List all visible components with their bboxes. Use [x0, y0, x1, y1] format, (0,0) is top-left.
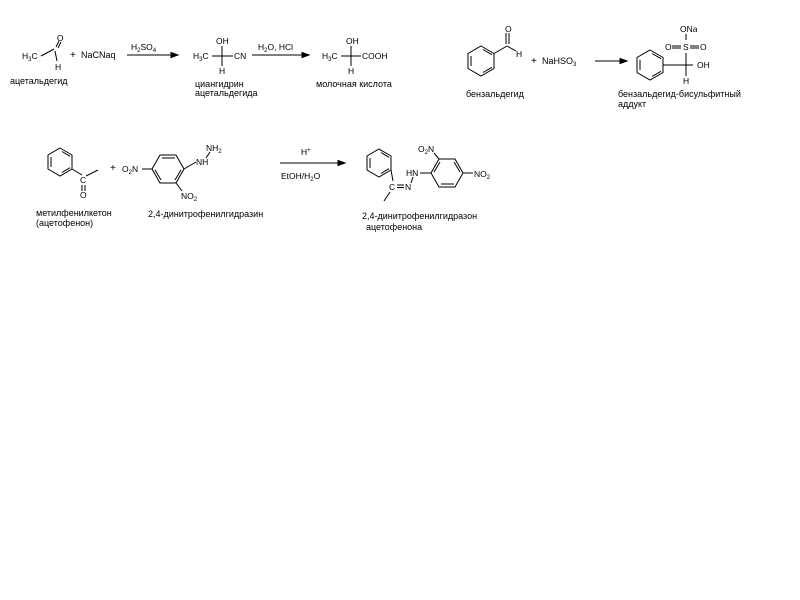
benzaldehyde-name: бензальдегид	[466, 89, 525, 99]
bond	[85, 169, 99, 177]
cyanohydrin-cn-label: CN	[234, 51, 246, 61]
lactic-acid-cooh-label: COOH	[362, 51, 388, 61]
dnph-o2n-label: O2N	[122, 164, 138, 176]
acetaldehyde-ch3-label: H3C	[22, 51, 38, 63]
acetaldehyde-structure: H3C O H	[22, 33, 64, 72]
aromatic-double-bond	[380, 168, 390, 174]
bond	[506, 45, 517, 52]
reaction-arrow-2	[252, 51, 311, 59]
reaction-arrow-3	[595, 57, 629, 65]
dnph-nh2-label: NH2	[206, 143, 222, 155]
reaction-arrow-1	[127, 51, 180, 59]
benzene-ring	[636, 49, 664, 81]
condition-h2o-hcl: H2O, HCl	[258, 42, 293, 54]
acetaldehyde-o-label: O	[57, 33, 64, 43]
dnph-structure: O2N NH NH2 NO2	[122, 143, 222, 203]
acetophenone-o-label: O	[80, 190, 87, 200]
bond	[410, 176, 414, 184]
benzaldehyde-h-label: H	[516, 49, 522, 59]
adduct-s-label: S	[683, 42, 689, 52]
acetaldehyde-name: ацетальдегид	[10, 76, 68, 86]
bond	[55, 40, 60, 48]
lactic-acid-name: молочная кислота	[316, 79, 392, 89]
benzaldehyde-structure: O H	[467, 24, 522, 77]
lactic-acid-oh-label: OH	[346, 36, 359, 46]
hydrazone-name-line2: ацетофенона	[366, 222, 422, 232]
benzene-ring	[430, 158, 464, 188]
hydrazone-c-label: C	[389, 182, 395, 192]
hydrazone-no2-right-label: NO2	[474, 169, 491, 181]
reagent-nacn: NaCNaq	[81, 50, 116, 60]
bisulfite-adduct-structure: OH H S O O ONa	[636, 24, 710, 86]
dnph-nh-label: NH	[196, 157, 208, 167]
lactic-acid-h-label: H	[348, 66, 354, 76]
adduct-ona-label: ONa	[680, 24, 698, 34]
reaction-arrow-4	[280, 159, 347, 167]
bond	[390, 169, 394, 182]
aromatic-double-bond	[453, 161, 461, 173]
aromatic-double-bond	[380, 152, 390, 158]
cyanohydrin-name-line2: ацетальдегида	[195, 88, 258, 98]
acetophenone-c-label: C	[80, 175, 86, 185]
benzene-ring	[151, 154, 185, 184]
cyanohydrin-h-label: H	[219, 66, 225, 76]
acetaldehyde-h-label: H	[55, 62, 61, 72]
adduct-o-right-label: O	[700, 42, 707, 52]
adduct-oh-label: OH	[697, 60, 710, 70]
bond	[205, 151, 211, 159]
plus-sign: +	[531, 56, 537, 67]
aromatic-double-bond	[154, 169, 162, 181]
reagent-nahso3: NaHSO3	[542, 56, 577, 68]
adduct-name-line2: аддукт	[618, 99, 646, 109]
acetophenone-name-line1: метилфенилкетон	[36, 208, 112, 218]
benzaldehyde-o-label: O	[505, 24, 512, 34]
aromatic-double-bond	[651, 70, 662, 77]
bond	[493, 45, 508, 54]
aromatic-double-bond	[174, 169, 182, 181]
hydrazone-structure: C N HN O2N NO2	[366, 144, 491, 202]
bond	[57, 41, 62, 49]
benzene-ring	[47, 147, 73, 177]
plus-sign: +	[110, 163, 116, 174]
aromatic-double-bond	[482, 66, 493, 73]
aromatic-double-bond	[61, 167, 71, 173]
bond	[183, 161, 197, 170]
dnph-name: 2,4-динитрофенилгидразин	[148, 209, 263, 219]
adduct-o-left-label: O	[665, 42, 672, 52]
acetophenone-structure: C O	[47, 147, 99, 200]
adduct-name-line1: бензальдегид-бисульфитный	[618, 89, 741, 99]
hydrazone-hn-label: HN	[406, 168, 418, 178]
lactic-acid-ch3-label: H3C	[322, 51, 338, 63]
condition-acid: H+	[301, 147, 311, 157]
aromatic-double-bond	[651, 53, 662, 60]
bond	[71, 168, 83, 176]
acetophenone-name-line2: (ацетофенон)	[36, 218, 93, 228]
cyanohydrin-name-line1: циангидрин	[195, 79, 244, 89]
cyanohydrin-oh-label: OH	[216, 36, 229, 46]
adduct-h-label: H	[683, 76, 689, 86]
cyanohydrin-structure: H3C OH CN H	[193, 36, 246, 76]
cyanohydrin-ch3-label: H3C	[193, 51, 209, 63]
lactic-acid-structure: H3C OH COOH H	[322, 36, 388, 76]
bond	[40, 48, 55, 57]
bond	[54, 50, 58, 62]
condition-h2so4: H2SO4	[131, 42, 157, 54]
aromatic-double-bond	[433, 161, 441, 173]
plus-sign: +	[70, 50, 76, 61]
dnph-no2-label: NO2	[181, 191, 198, 203]
bond	[433, 152, 440, 160]
hydrazone-n-label: N	[405, 182, 411, 192]
hydrazone-name-line1: 2,4-динитрофенилгидразон	[362, 211, 477, 221]
bond	[383, 191, 391, 202]
aromatic-double-bond	[61, 151, 71, 157]
benzene-ring	[366, 148, 392, 178]
aromatic-double-bond	[482, 49, 493, 56]
bond	[175, 182, 183, 192]
condition-etoh-water: EtOH/H2O	[281, 171, 321, 183]
hydrazone-no2-top-label: O2N	[418, 144, 434, 156]
